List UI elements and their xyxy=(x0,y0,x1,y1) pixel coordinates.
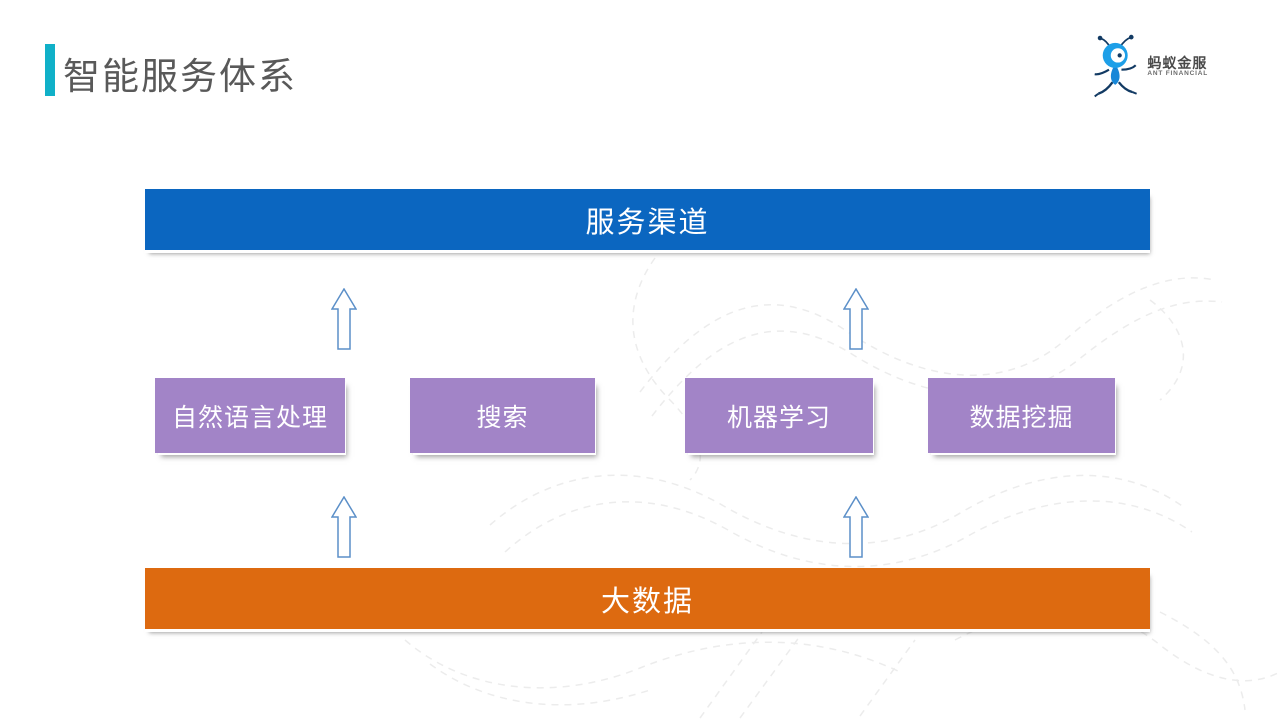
up-arrow-icon xyxy=(843,288,869,350)
up-arrow-icon xyxy=(331,288,357,350)
up-arrow-icon xyxy=(331,496,357,558)
ant-financial-logo: 蚂蚁金服 ANT FINANCIAL xyxy=(1091,34,1208,100)
up-arrow-icon xyxy=(843,496,869,558)
module-search: 搜索 xyxy=(410,378,595,453)
logo-wordmark: 蚂蚁金服 ANT FINANCIAL xyxy=(1147,56,1208,78)
slide-header: 智能服务体系 xyxy=(0,0,1280,120)
layer-service-channels: 服务渠道 xyxy=(145,189,1150,250)
module-data-mining: 数据挖掘 xyxy=(928,378,1115,453)
title-accent-bar xyxy=(45,44,55,96)
ant-mascot-icon xyxy=(1094,34,1138,98)
module-machine-learning: 机器学习 xyxy=(685,378,873,453)
logo-brand-cn: 蚂蚁金服 xyxy=(1147,55,1208,72)
slide-title: 智能服务体系 xyxy=(63,56,297,97)
layer-big-data: 大数据 xyxy=(145,568,1150,629)
logo-brand-en: ANT FINANCIAL xyxy=(1147,69,1208,77)
module-nlp: 自然语言处理 xyxy=(155,378,345,453)
